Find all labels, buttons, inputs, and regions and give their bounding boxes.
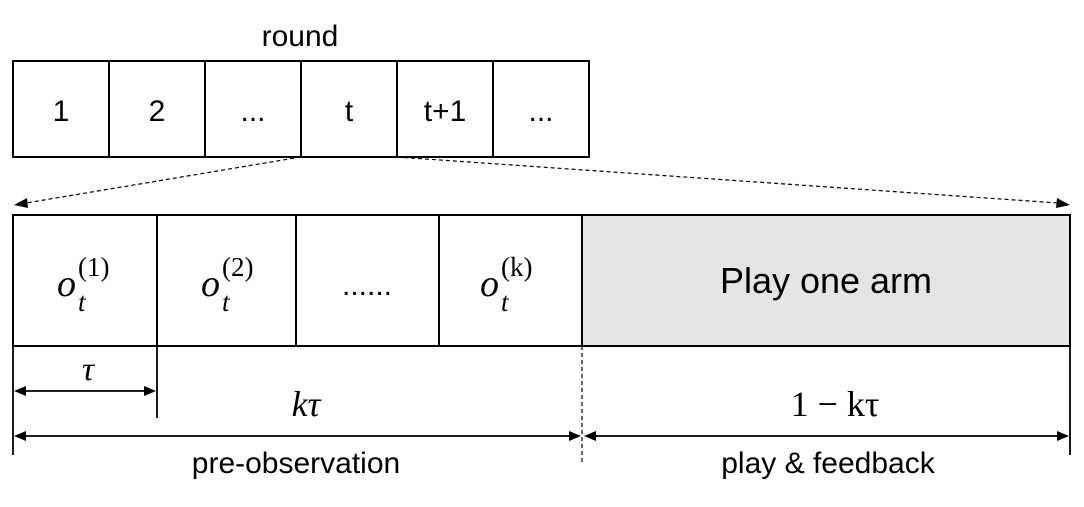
round-cell-t-label: t	[345, 95, 354, 128]
tau-label: τ	[82, 351, 96, 388]
observation-cell-k	[438, 214, 583, 347]
round-cell-ellipsis-1-label: ...	[240, 95, 265, 128]
zoom-arrowhead-left	[14, 198, 28, 208]
round-cell-1	[12, 60, 110, 158]
round-cell-t-plus-1	[396, 60, 494, 158]
observation-2-label: o t (2)	[201, 252, 253, 317]
pre-observation-label: pre-observation	[192, 447, 400, 480]
observation-cell-1	[12, 214, 158, 347]
play-feedback-arrowhead-left	[584, 431, 596, 441]
play-one-arm-cell	[581, 214, 1071, 347]
zoom-line-right	[396, 156, 1059, 204]
round-cell-ellipsis-2	[492, 60, 590, 158]
play-feedback-arrowhead-right	[1057, 431, 1069, 441]
round-detail: o t (1) o t (2) ...... o t (k) Play one …	[12, 214, 1071, 347]
zoom-connectors	[14, 156, 1070, 208]
pre-observation-arrowhead-right	[569, 431, 581, 441]
round-cells: 1 2 ... t t+1 ...	[12, 60, 590, 158]
pre-observation-arrowhead-left	[14, 431, 26, 441]
round-cell-2-label: 2	[149, 95, 166, 128]
round-title: round	[262, 20, 339, 53]
zoom-arrowhead-right	[1056, 198, 1070, 208]
zoom-line-left	[25, 156, 302, 204]
observation-cell-ellipsis	[295, 214, 440, 347]
round-cell-ellipsis-1	[204, 60, 302, 158]
k-tau-label: kτ	[292, 384, 322, 424]
play-feedback-label: play & feedback	[721, 447, 935, 480]
tau-arrowhead-right	[144, 386, 156, 396]
round-cell-1-label: 1	[53, 95, 70, 128]
round-cell-t-plus-1-label: t+1	[424, 95, 467, 128]
phase-arrows	[14, 431, 1069, 441]
tau-arrowhead-left	[14, 386, 26, 396]
one-minus-k-tau-label: 1 − kτ	[791, 384, 880, 424]
round-cell-2	[108, 60, 206, 158]
observation-ellipsis-label: ......	[342, 269, 392, 302]
round-cell-ellipsis-2-label: ...	[528, 95, 553, 128]
tau-duration-arrow: τ	[14, 351, 156, 396]
observation-cell-2	[156, 214, 297, 347]
observation-1-label: o t (1)	[57, 252, 109, 317]
tick-lines	[12, 346, 1071, 462]
play-one-arm-label: Play one arm	[720, 260, 932, 301]
observation-k-label: o t (k)	[480, 252, 532, 317]
